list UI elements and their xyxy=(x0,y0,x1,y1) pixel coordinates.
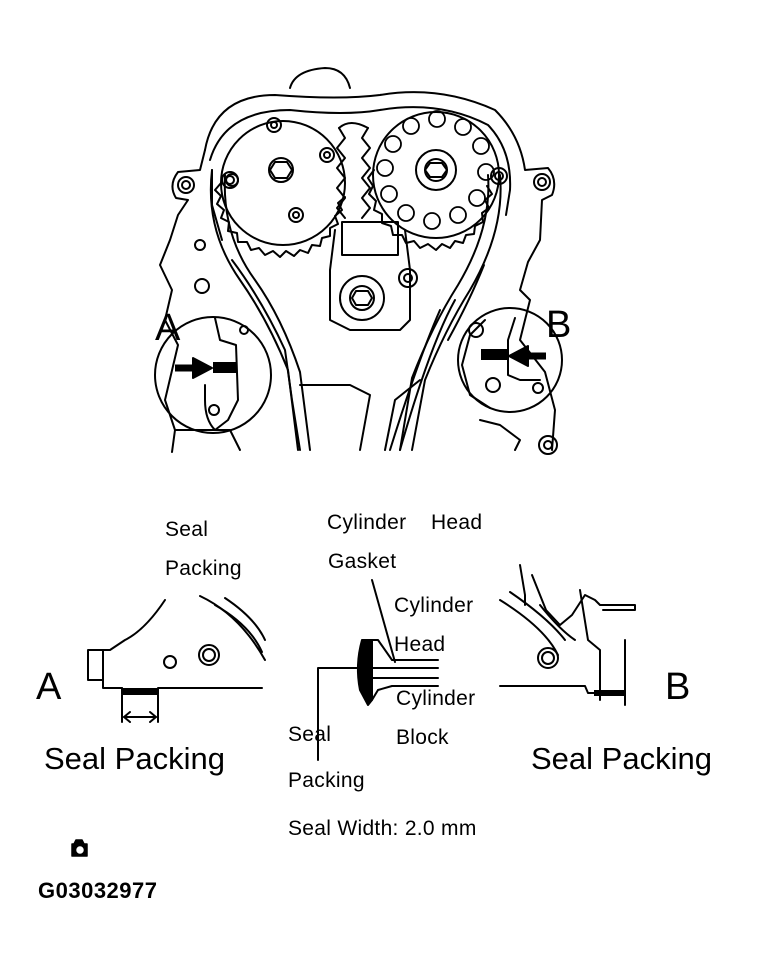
camera-icon xyxy=(71,839,88,857)
timing-chain-assembly xyxy=(159,67,558,455)
callout-b-letter: B xyxy=(546,304,572,346)
detail-b-drawing xyxy=(499,564,636,706)
detail-a-letter: A xyxy=(36,666,62,708)
seal-width-note: Seal Width: 2.0 mm xyxy=(288,817,477,840)
callout-a-letter: A xyxy=(155,307,181,349)
cylinder-block-label-line2: Block xyxy=(396,726,449,749)
seal-packing-label-line1: Seal xyxy=(288,723,332,746)
callout-circle-b xyxy=(457,307,563,413)
detail-a-seal-label-line2: Packing xyxy=(165,557,242,580)
seal-packing-label-line2: Packing xyxy=(288,769,365,792)
detail-b-caption: Seal Packing xyxy=(531,741,712,776)
cylinder-head-label-line1: Cylinder xyxy=(394,594,474,617)
gasket-cross-section xyxy=(317,579,439,761)
cylinder-head-gasket-label-line1: Cylinder Head xyxy=(327,511,483,534)
callout-circle-a xyxy=(154,316,272,434)
cylinder-head-label-line2: Head xyxy=(394,633,446,656)
detail-a-drawing xyxy=(87,595,266,723)
cylinder-head-gasket-label-line2: Gasket xyxy=(328,550,397,573)
detail-a-caption: Seal Packing xyxy=(44,741,225,776)
detail-a-seal-label-line1: Seal xyxy=(165,518,209,541)
cylinder-block-label-line1: Cylinder xyxy=(396,687,476,710)
detail-b-letter: B xyxy=(665,666,691,708)
figure-code: G03032977 xyxy=(38,878,158,903)
